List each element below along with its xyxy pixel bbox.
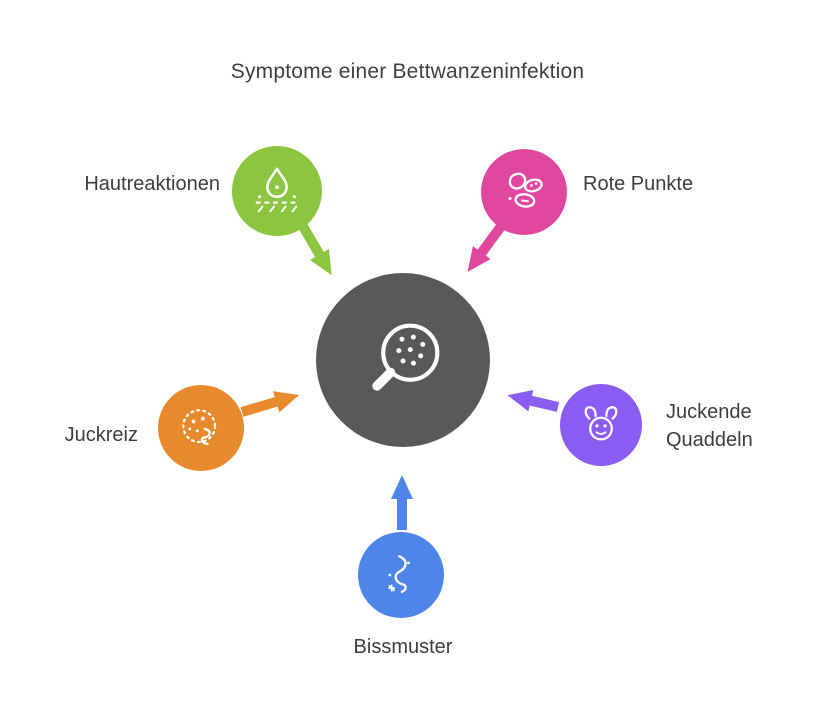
node-hautreaktionen: [232, 146, 322, 236]
node-juckende-quaddeln: [560, 384, 642, 466]
node-juckreiz: [158, 385, 244, 471]
node-label-juckende-quaddeln: Juckende Quaddeln: [666, 401, 753, 451]
magnifier-dots-icon: [372, 323, 440, 391]
skin-droplet-icon: [255, 167, 299, 213]
itchy-face-icon: [182, 409, 217, 446]
red-spots-icon: [508, 172, 543, 208]
node-label-bissmuster: Bissmuster: [353, 636, 453, 658]
wheals-face-icon: [584, 406, 618, 441]
bite-pattern-icon: [388, 555, 410, 593]
node-rote-punkte: [481, 149, 567, 235]
node-label-hautreaktionen: Hautreaktionen: [84, 173, 220, 195]
arrow-juckreiz: [240, 391, 300, 417]
node-bissmuster: [358, 532, 444, 618]
arrow-juckende-quaddeln: [507, 389, 560, 412]
node-label-juckreiz: Juckreiz: [64, 424, 138, 446]
node-label-rote-punkte: Rote Punkte: [583, 173, 694, 195]
center-node: [316, 273, 490, 447]
arrow-hautreaktionen: [296, 220, 332, 276]
arrow-rote-punkte: [467, 222, 507, 272]
diagram-title: Symptome einer Bettwanzeninfektion: [230, 60, 585, 83]
